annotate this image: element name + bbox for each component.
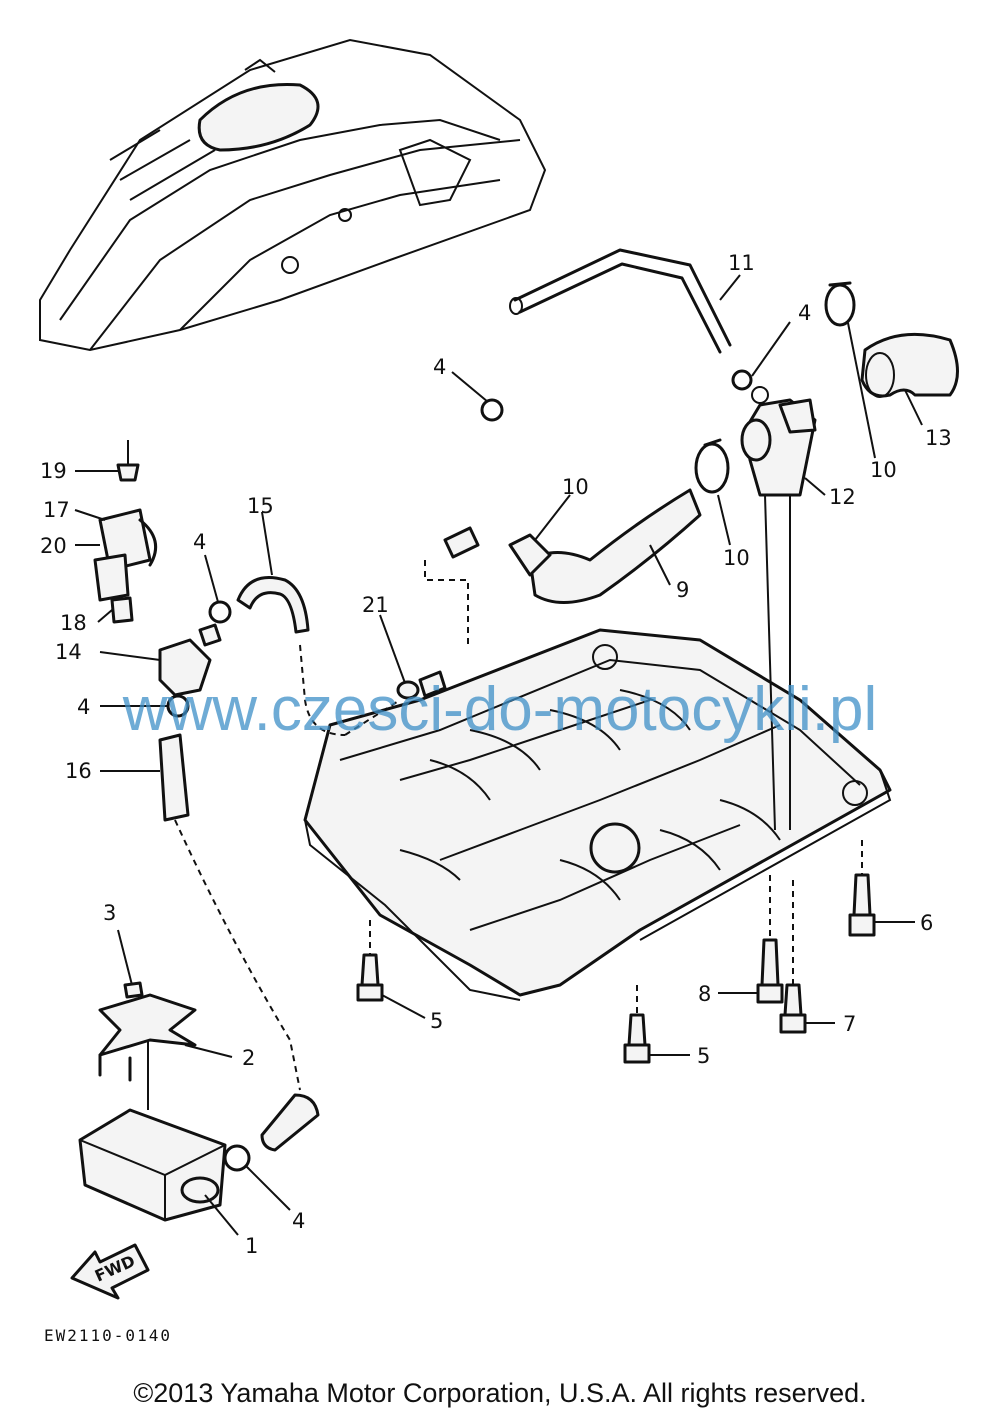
callout-5: 5 bbox=[430, 1009, 443, 1033]
callout-4: 4 bbox=[433, 355, 446, 379]
callout-numbers: 1 2 3 4 4 4 4 4 5 5 6 7 8 9 10 10 10 11 … bbox=[40, 251, 952, 1258]
callout-4: 4 bbox=[77, 695, 90, 719]
callout-4: 4 bbox=[798, 301, 811, 325]
callout-19: 19 bbox=[40, 459, 67, 483]
callout-1: 1 bbox=[245, 1234, 258, 1258]
elbow-hose-13 bbox=[860, 332, 959, 398]
joint-12 bbox=[740, 386, 817, 831]
watermark-text: www.czesci-do-motocykli.pl bbox=[122, 675, 878, 744]
leader-lines bbox=[74, 274, 923, 1236]
callout-6: 6 bbox=[920, 911, 933, 935]
callout-11: 11 bbox=[728, 251, 755, 275]
callout-7: 7 bbox=[843, 1012, 856, 1036]
callout-17: 17 bbox=[43, 498, 70, 522]
callout-5: 5 bbox=[697, 1044, 710, 1068]
hose-16 bbox=[158, 733, 320, 1152]
callout-4: 4 bbox=[292, 1209, 305, 1233]
elbow-14 bbox=[158, 623, 222, 697]
watercraft-hull bbox=[39, 38, 547, 352]
callout-14: 14 bbox=[55, 640, 82, 664]
valve-assembly bbox=[93, 440, 158, 624]
callout-10: 10 bbox=[562, 475, 589, 499]
callout-4: 4 bbox=[193, 530, 206, 554]
mounting-plate bbox=[303, 628, 892, 1001]
clamps-10 bbox=[694, 281, 856, 494]
hose-15 bbox=[236, 576, 346, 736]
callout-10: 10 bbox=[870, 458, 897, 482]
callout-12: 12 bbox=[829, 485, 856, 509]
callout-8: 8 bbox=[698, 982, 711, 1006]
box-assembly bbox=[78, 981, 227, 1222]
fitting-21 bbox=[344, 670, 447, 736]
callout-16: 16 bbox=[65, 759, 92, 783]
callout-18: 18 bbox=[60, 611, 87, 635]
callout-9: 9 bbox=[676, 578, 689, 602]
callout-3: 3 bbox=[103, 901, 116, 925]
callout-20: 20 bbox=[40, 534, 67, 558]
drawing-code: EW2110-0140 bbox=[44, 1326, 172, 1345]
callout-10: 10 bbox=[723, 546, 750, 570]
hose-11 bbox=[509, 248, 732, 354]
callout-2: 2 bbox=[242, 1046, 255, 1070]
callout-13: 13 bbox=[925, 426, 952, 450]
bolts bbox=[356, 840, 876, 1064]
hose-9 bbox=[508, 488, 702, 604]
callout-15: 15 bbox=[247, 494, 274, 518]
callout-21: 21 bbox=[362, 593, 389, 617]
forward-arrow: FWD bbox=[70, 1243, 150, 1300]
copyright-notice: ©2013 Yamaha Motor Corporation, U.S.A. A… bbox=[133, 1378, 867, 1408]
short-tube bbox=[424, 526, 480, 645]
